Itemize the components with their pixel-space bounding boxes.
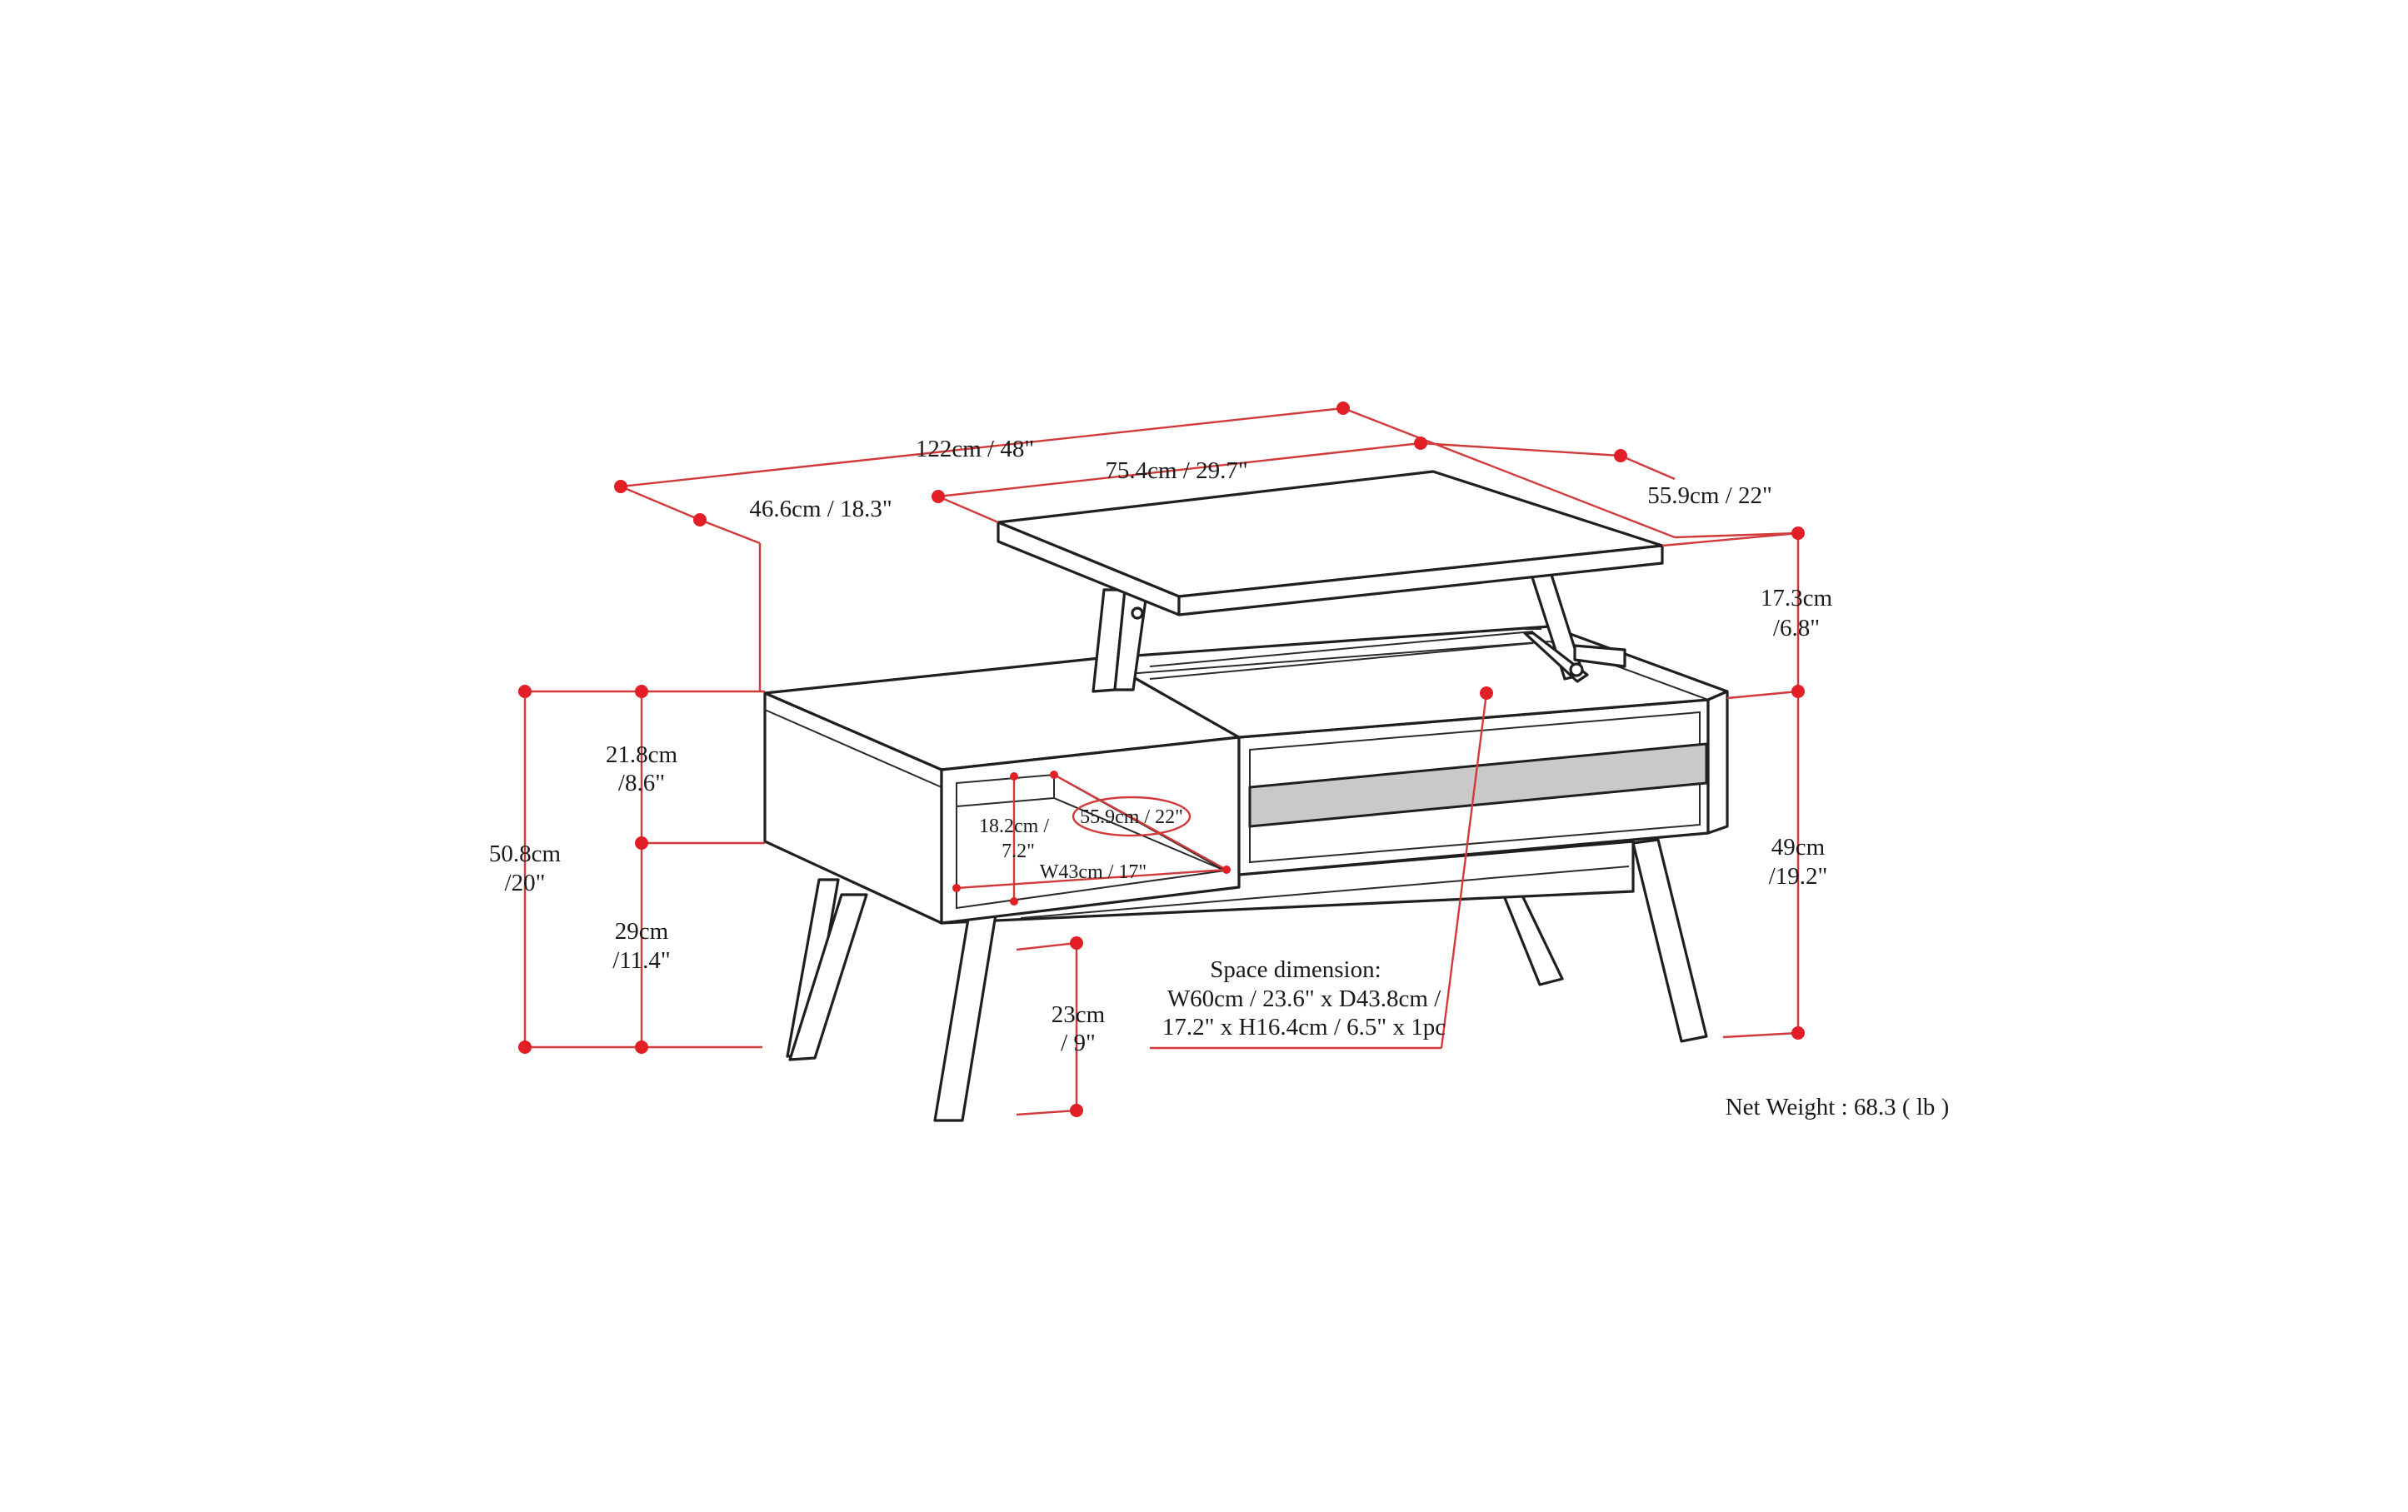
label-leg-height-cm: 29cm (615, 918, 669, 945)
lift-top-width-line (937, 442, 1421, 498)
depth-line (1420, 442, 1621, 457)
label-space-line2: 17.2" x H16.4cm / 6.5" x 1pc (1162, 1014, 1446, 1040)
grey-front-panel (1248, 742, 1708, 828)
label-top-thickness-cm: 21.8cm (606, 741, 678, 768)
label-total-height-in: /20" (505, 870, 546, 896)
label-net-weight: Net Weight : 68.3 ( lb ) (1726, 1094, 1950, 1120)
cubby-depth-ellipse (1072, 796, 1192, 837)
label-overall-width: 122cm / 48" (916, 436, 1034, 462)
label-lift-top-width: 75.4cm / 29.7" (1105, 457, 1247, 484)
label-clearance-cm: 23cm (1052, 1001, 1106, 1028)
coffee-table-drawing (763, 470, 1729, 1122)
label-top-thickness-in: /8.6" (618, 770, 665, 796)
label-cubby-depth: 55.9cm / 22" (1080, 806, 1183, 828)
space-leader-line (1440, 692, 1488, 1049)
lift-mechanism (1092, 573, 1626, 693)
label-lift-height-in: /6.8" (1773, 615, 1820, 641)
label-total-height-cm: 50.8cm (489, 841, 562, 867)
label-depth: 55.9cm / 22" (1647, 482, 1772, 509)
label-space-title: Space dimension: (1210, 956, 1381, 983)
dimension-points (518, 402, 1805, 1117)
label-space-line1: W60cm / 23.6" x D43.8cm / (1167, 986, 1441, 1012)
label-left-section-width: 46.6cm / 18.3" (749, 496, 892, 522)
dimension-labels: 122cm / 48" 75.4cm / 29.7" 46.6cm / 18.3… (489, 436, 1949, 1120)
label-clearance-in: / 9" (1061, 1030, 1096, 1056)
label-cubby-height-in: 7.2" (1002, 841, 1035, 862)
label-table-height-cm: 49cm (1771, 834, 1826, 861)
label-lift-height-cm: 17.3cm (1761, 585, 1833, 611)
cubby-width-line (956, 868, 1227, 890)
lift-top (997, 470, 1664, 616)
right-compartment (1098, 625, 1729, 876)
label-leg-height-in: /11.4" (612, 947, 671, 974)
label-cubby-width: W43cm / 17" (1040, 861, 1147, 883)
left-section-line (620, 485, 701, 521)
overall-width-line (620, 407, 1344, 488)
label-cubby-height-cm: 18.2cm / (979, 816, 1049, 837)
label-table-height-in: /19.2" (1769, 863, 1828, 890)
dimension-lines (518, 402, 1805, 1117)
